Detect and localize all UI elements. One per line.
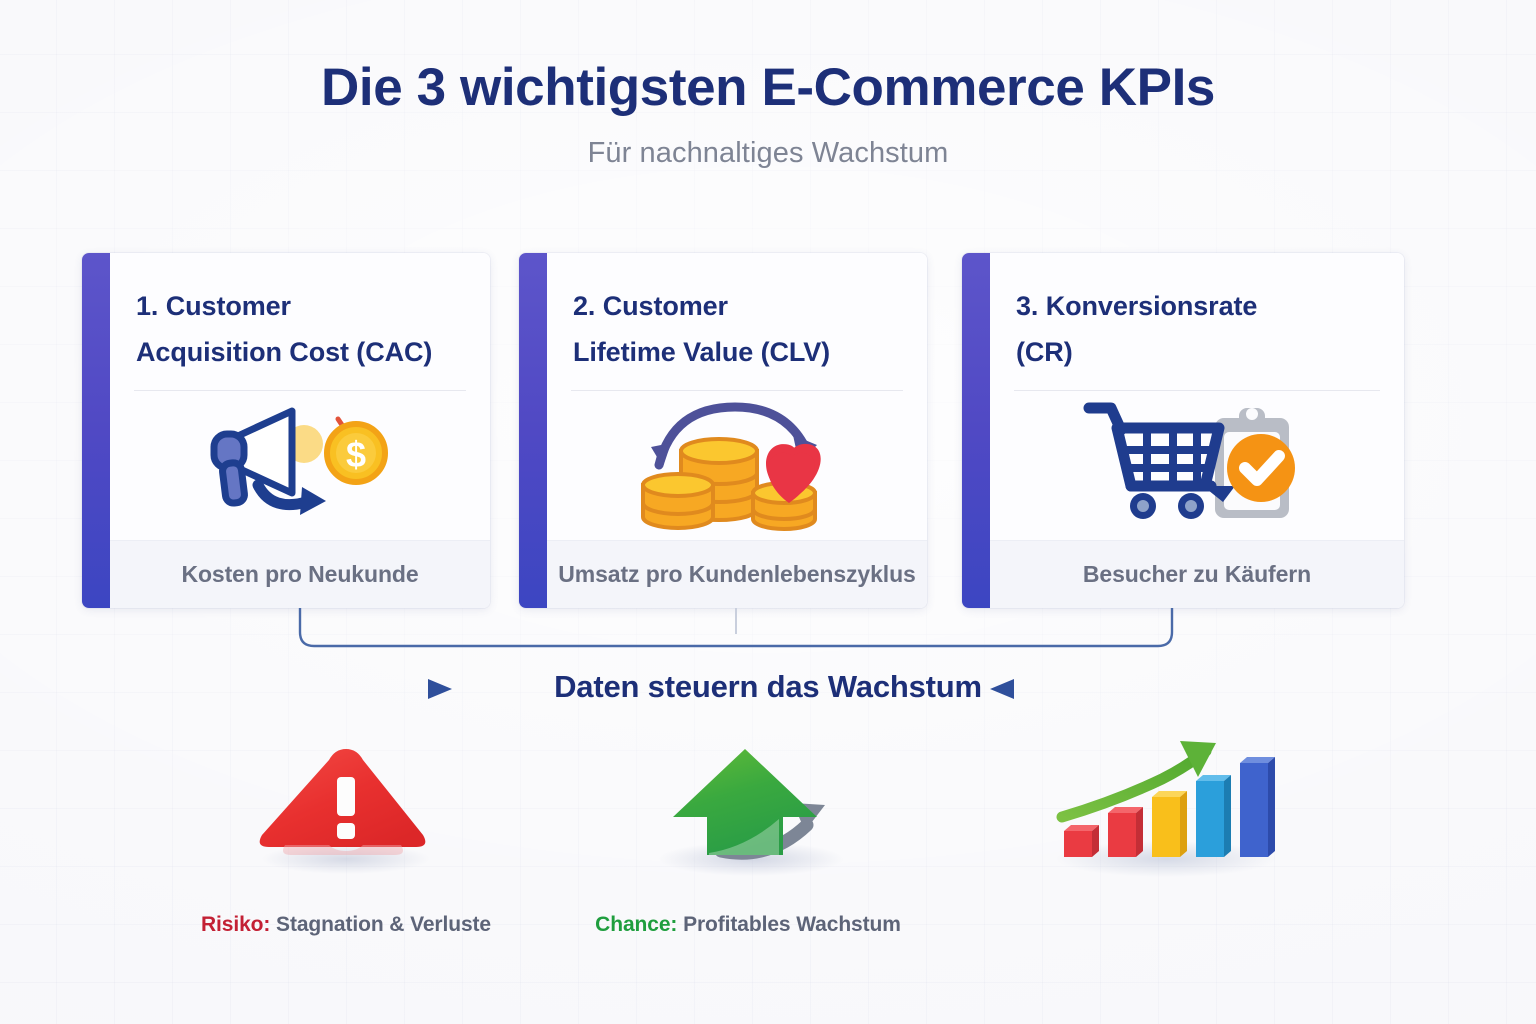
card-title: 1. Customer Acquisition Cost (CAC) [136, 283, 464, 376]
warning-triangle-icon [176, 735, 516, 880]
card-footer-text: Besucher zu Käufern [1082, 561, 1312, 587]
megaphone-coin-icon: $ [110, 391, 490, 540]
growth-bar-chart-icon [990, 735, 1330, 880]
card-body: 2. Customer Lifetime Value (CLV) [547, 253, 927, 608]
card-number: 1. [136, 291, 159, 321]
outcome-text: Profitables Wachstum [677, 913, 901, 936]
outcome-text: Stagnation & Verluste [270, 913, 491, 936]
card-accent-bar [962, 253, 990, 608]
green-up-arrow-icon [578, 735, 918, 880]
card-number: 2. [573, 291, 596, 321]
outcome-label: Risiko: Stagnation & Verluste [176, 913, 516, 937]
cart-checklist-icon [990, 391, 1404, 540]
card-header: 2. Customer Lifetime Value (CLV) [547, 253, 927, 376]
outcome-label: Chance: Profitables Wachstum [578, 913, 918, 937]
card-divider [134, 389, 466, 391]
card-header: 1. Customer Acquisition Cost (CAC) [110, 253, 490, 376]
card-title-line2: Acquisition Cost (CAC) [136, 337, 433, 368]
card-title-line2: Lifetime Value (CLV) [573, 337, 831, 368]
card-footer: Kosten pro Neukunde [110, 540, 490, 608]
page-subtitle: Für nachnaltiges Wachstum [587, 137, 949, 170]
card-body: 3. Konversionsrate (CR) [990, 253, 1404, 608]
page-title: Die 3 wichtigsten E-Commerce KPIs [321, 58, 1215, 117]
svg-text:$: $ [346, 434, 366, 475]
card-accent-bar [82, 253, 110, 608]
coins-heart-icon [547, 391, 927, 540]
center-band: Daten steuern das Wachstum [0, 664, 1536, 716]
kpi-card-clv[interactable]: 2. Customer Lifetime Value (CLV) [519, 253, 927, 608]
outcome-tag: Risiko: [200, 913, 271, 936]
card-title-line2: (CR) [1016, 337, 1073, 368]
outcome-risk: Risiko: Stagnation & Verluste [176, 735, 516, 937]
card-divider [571, 389, 903, 391]
center-band-label: Daten steuern das Wachstum [554, 669, 982, 704]
header: Die 3 wichtigsten E-Commerce KPIs Für na… [0, 58, 1536, 170]
card-footer-text: Umsatz pro Kundenlebenszyklus [558, 561, 916, 587]
card-title-line1: Konversionsrate [1045, 291, 1258, 321]
card-footer: Besucher zu Käufern [990, 540, 1404, 608]
outcome-tag: Chance: [595, 913, 678, 936]
card-footer-text: Kosten pro Neukunde [181, 561, 419, 587]
card-header: 3. Konversionsrate (CR) [990, 253, 1404, 376]
card-footer: Umsatz pro Kundenlebenszyklus [547, 540, 927, 608]
card-accent-bar [519, 253, 547, 608]
kpi-card-cac[interactable]: 1. Customer Acquisition Cost (CAC) [82, 253, 490, 608]
card-body: 1. Customer Acquisition Cost (CAC) [110, 253, 490, 608]
card-title-line1: Customer [165, 291, 291, 321]
card-divider [1014, 389, 1380, 391]
kpi-card-cr[interactable]: 3. Konversionsrate (CR) [962, 253, 1404, 608]
card-number: 3. [1016, 291, 1039, 321]
card-title: 2. Customer Lifetime Value (CLV) [573, 283, 901, 376]
outcome-chance: Chance: Profitables Wachstum [578, 735, 918, 937]
outcome-growth [990, 735, 1330, 913]
card-title-line1: Customer [602, 291, 728, 321]
card-title: 3. Konversionsrate (CR) [1016, 283, 1378, 376]
